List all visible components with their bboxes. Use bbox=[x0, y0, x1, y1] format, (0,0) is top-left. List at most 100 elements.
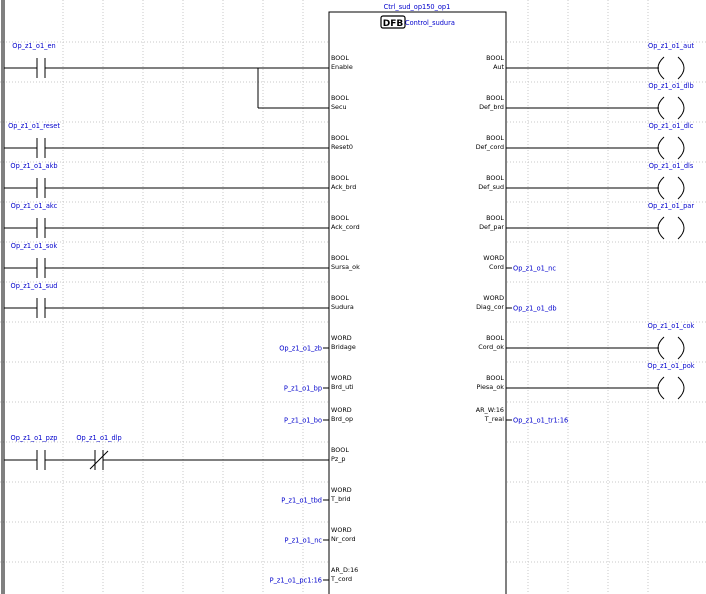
output-pin-type: BOOL bbox=[486, 54, 504, 62]
input-variable-p-z1-o1-tbd[interactable]: P_z1_o1_tbd bbox=[281, 497, 322, 505]
coil-op-z1-o1-dlb-label: Op_z1_o1_dlb bbox=[648, 82, 693, 90]
coil-op-z1-o1-pok-label: Op_z1_o1_pok bbox=[647, 362, 694, 370]
coil-op-z1-o1-dls-left-arc bbox=[657, 176, 665, 200]
input-pin-reset0: Reset0 bbox=[331, 143, 353, 151]
output-pin-cord_ok: Cord_ok bbox=[478, 343, 504, 351]
coil-op-z1-o1-dlb[interactable] bbox=[656, 96, 686, 120]
dfb-badge-frame bbox=[380, 15, 406, 29]
output-pin-type: BOOL bbox=[486, 174, 504, 182]
input-pin-secu: Secu bbox=[331, 103, 347, 111]
output-pin-type: WORD bbox=[483, 294, 504, 302]
contact-op-z1-o1-pzp-label: Op_z1_o1_pzp bbox=[11, 434, 58, 442]
output-variable-op-z1-o1-tr1-16[interactable]: Op_z1_o1_tr1:16 bbox=[513, 417, 568, 425]
block-instance-name: Ctrl_sud_op150_op1 bbox=[384, 3, 451, 11]
input-pin-type: BOOL bbox=[331, 446, 349, 454]
output-pin-t_real: T_real bbox=[484, 415, 504, 423]
input-pin-enable: Enable bbox=[331, 63, 353, 71]
input-pin-type: BOOL bbox=[331, 94, 349, 102]
coil-op-z1-o1-pok-right-arc bbox=[677, 376, 685, 400]
input-pin-type: WORD bbox=[331, 374, 352, 382]
contact-op-z1-o1-akc-label: Op_z1_o1_akc bbox=[11, 202, 58, 210]
contact-op-z1-o1-dlp-label: Op_z1_o1_dlp bbox=[76, 434, 121, 442]
output-pin-cord: Cord bbox=[489, 263, 504, 271]
output-pin-type: BOOL bbox=[486, 214, 504, 222]
output-pin-type: WORD bbox=[483, 254, 504, 262]
input-pin-t_brid: T_brid bbox=[330, 495, 351, 503]
input-variable-p-z1-o1-nc[interactable]: P_z1_o1_nc bbox=[284, 537, 322, 545]
input-pin-type: BOOL bbox=[331, 254, 349, 262]
function-block[interactable] bbox=[328, 11, 507, 594]
output-pin-def_sud: Def_sud bbox=[478, 183, 504, 191]
contact-op-z1-o1-reset-label: Op_z1_o1_reset bbox=[8, 122, 60, 130]
coil-op-z1-o1-pok[interactable] bbox=[656, 376, 686, 400]
contact-op-z1-o1-en[interactable] bbox=[27, 56, 55, 80]
input-pin-type: WORD bbox=[331, 526, 352, 534]
coil-op-z1-o1-dls-label: Op_z1_o1_dls bbox=[649, 162, 694, 170]
input-variable-p-z1-o1-bo[interactable]: P_z1_o1_bo bbox=[284, 417, 322, 425]
output-pin-def_brd: Def_brd bbox=[479, 103, 504, 111]
output-pin-type: BOOL bbox=[486, 334, 504, 342]
input-variable-p-z1-o1-pc1-16[interactable]: P_z1_o1_pc1:16 bbox=[270, 577, 322, 585]
coil-op-z1-o1-dlb-left-arc bbox=[657, 96, 665, 120]
coil-op-z1-o1-dlc[interactable] bbox=[656, 136, 686, 160]
output-pin-aut: Aut bbox=[493, 63, 504, 71]
contact-op-z1-o1-en-label: Op_z1_o1_en bbox=[12, 42, 55, 50]
input-pin-type: BOOL bbox=[331, 214, 349, 222]
coil-op-z1-o1-aut[interactable] bbox=[656, 56, 686, 80]
coil-op-z1-o1-dls-right-arc bbox=[677, 176, 685, 200]
input-pin-sursa_ok: Sursa_ok bbox=[331, 263, 360, 271]
input-pin-brd_uti: Brd_uti bbox=[331, 383, 354, 391]
contact-op-z1-o1-akb-label: Op_z1_o1_akb bbox=[10, 162, 57, 170]
coil-op-z1-o1-cok[interactable] bbox=[656, 336, 686, 360]
coil-op-z1-o1-cok-left-arc bbox=[657, 336, 665, 360]
coil-op-z1-o1-aut-left-arc bbox=[657, 56, 665, 80]
output-variable-op-z1-o1-nc[interactable]: Op_z1_o1_nc bbox=[513, 265, 556, 273]
input-pin-type: BOOL bbox=[331, 294, 349, 302]
coil-op-z1-o1-par-label: Op_z1_o1_par bbox=[648, 202, 694, 210]
input-pin-t_cord: T_cord bbox=[330, 575, 352, 583]
output-variable-op-z1-o1-db[interactable]: Op_z1_o1_db bbox=[513, 305, 557, 313]
contact-op-z1-o1-sok-label: Op_z1_o1_sok bbox=[11, 242, 58, 250]
coil-op-z1-o1-par[interactable] bbox=[656, 216, 686, 240]
input-pin-type: WORD bbox=[331, 406, 352, 414]
output-pin-type: BOOL bbox=[486, 374, 504, 382]
coil-op-z1-o1-cok-right-arc bbox=[677, 336, 685, 360]
output-pin-def_cord: Def_cord bbox=[476, 143, 504, 151]
contact-op-z1-o1-pzp[interactable] bbox=[27, 448, 55, 472]
coil-op-z1-o1-cok-label: Op_z1_o1_cok bbox=[648, 322, 695, 330]
contact-op-z1-o1-akc[interactable] bbox=[27, 216, 55, 240]
input-pin-ack_brd: Ack_brd bbox=[331, 183, 356, 191]
coil-op-z1-o1-dlc-left-arc bbox=[657, 136, 665, 160]
output-pin-diag_cor: Diag_cor bbox=[476, 303, 504, 311]
output-pin-piesa_ok: Piesa_ok bbox=[477, 383, 505, 391]
contact-op-z1-o1-sok[interactable] bbox=[27, 256, 55, 280]
input-pin-ack_cord: Ack_cord bbox=[331, 223, 360, 231]
block-type-name: Control_sudura bbox=[405, 19, 455, 27]
input-pin-type: BOOL bbox=[331, 54, 349, 62]
coil-op-z1-o1-dlc-right-arc bbox=[677, 136, 685, 160]
coil-op-z1-o1-par-right-arc bbox=[677, 216, 685, 240]
output-pin-type: AR_W:16 bbox=[476, 406, 504, 414]
contact-op-z1-o1-sud[interactable] bbox=[27, 296, 55, 320]
contact-op-z1-o1-reset[interactable] bbox=[27, 136, 55, 160]
input-pin-bridage: Bridage bbox=[331, 343, 356, 351]
input-pin-type: BOOL bbox=[331, 174, 349, 182]
input-variable-op-z1-o1-zb[interactable]: Op_z1_o1_zb bbox=[279, 345, 322, 353]
coil-op-z1-o1-dls[interactable] bbox=[656, 176, 686, 200]
dfb-badge: DFB bbox=[383, 19, 404, 29]
output-pin-type: BOOL bbox=[486, 134, 504, 142]
coil-op-z1-o1-dlb-right-arc bbox=[677, 96, 685, 120]
coil-op-z1-o1-aut-label: Op_z1_o1_aut bbox=[648, 42, 694, 50]
input-pin-pz_p: Pz_p bbox=[331, 455, 345, 463]
input-pin-type: WORD bbox=[331, 486, 352, 494]
coil-op-z1-o1-aut-right-arc bbox=[677, 56, 685, 80]
contact-op-z1-o1-sud-label: Op_z1_o1_sud bbox=[11, 282, 58, 290]
contact-op-z1-o1-dlp-nc-slash bbox=[89, 450, 109, 470]
input-pin-type: WORD bbox=[331, 334, 352, 342]
coil-op-z1-o1-pok-left-arc bbox=[657, 376, 665, 400]
contact-op-z1-o1-akb[interactable] bbox=[27, 176, 55, 200]
input-pin-type: AR_D:16 bbox=[331, 566, 358, 574]
input-variable-p-z1-o1-bp[interactable]: P_z1_o1_bp bbox=[284, 385, 322, 393]
input-pin-sudura: Sudura bbox=[331, 303, 354, 311]
